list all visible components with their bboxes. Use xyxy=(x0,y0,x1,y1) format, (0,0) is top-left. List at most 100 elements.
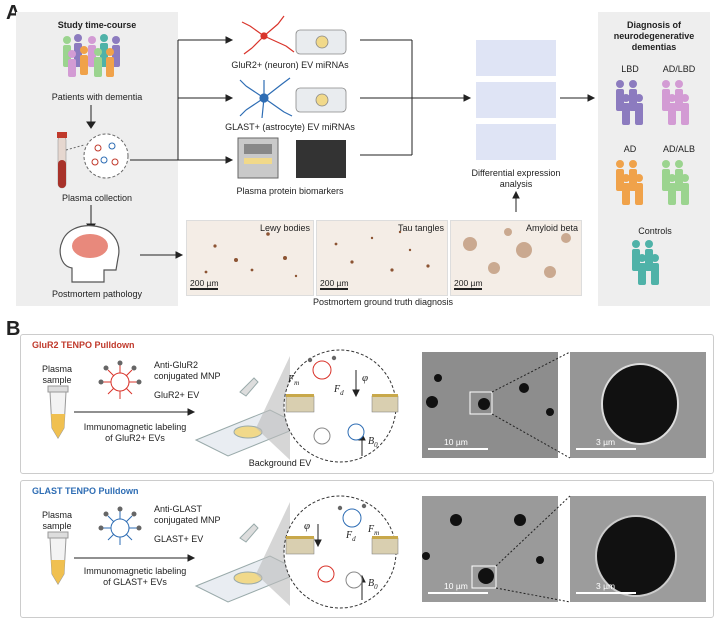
person-body xyxy=(681,103,689,125)
heatmap-cell xyxy=(506,91,516,100)
glur2-ev-icon xyxy=(98,360,142,399)
heatmap-cell xyxy=(526,109,536,118)
heatmap-cell xyxy=(476,151,486,160)
glast-ev-label: GLAST+ EV xyxy=(154,534,204,544)
person-icon xyxy=(681,174,689,182)
person-icon xyxy=(645,240,653,248)
heatmap-cell xyxy=(546,100,556,109)
sample-tube-icon xyxy=(47,385,69,585)
membrane-pores xyxy=(285,395,399,555)
histology-amyloid-title: Amyloid beta xyxy=(525,223,578,233)
heatmap-cell xyxy=(506,49,516,58)
person-icon xyxy=(629,80,637,88)
heatmap-cell xyxy=(546,124,556,133)
histology-tau xyxy=(316,220,448,296)
person-body xyxy=(635,183,643,205)
group-controls-label: Controls xyxy=(638,226,672,236)
person-icon xyxy=(681,94,689,102)
person-icon xyxy=(651,254,659,262)
group-adalb-label: AD/ALB xyxy=(662,144,695,154)
study-timecourse-title: Study time-course xyxy=(57,20,137,30)
symbol-phi-2: φ xyxy=(304,520,311,532)
person-icon xyxy=(629,160,637,168)
patients-label: Patients with dementia xyxy=(51,92,143,102)
heatmap-cell xyxy=(546,40,556,49)
instrument-icon xyxy=(237,137,279,179)
bead-array-icon xyxy=(296,140,346,178)
heatmap-cell xyxy=(486,109,496,118)
heatmap-cell xyxy=(546,109,556,118)
glur2-sample-label: Plasma sample xyxy=(41,364,72,385)
heatmap-cell xyxy=(486,124,496,133)
heatmap-cell xyxy=(536,40,546,49)
heatmap-cell xyxy=(526,40,536,49)
histology-lewy-scale: 200 µm xyxy=(190,278,219,288)
heatmap-cell xyxy=(526,124,536,133)
heatmap-cell xyxy=(496,109,506,118)
heatmap-cell xyxy=(486,67,496,76)
heatmap-cell xyxy=(486,133,496,142)
heatmap-cell xyxy=(506,40,516,49)
heatmap-cell xyxy=(506,67,516,76)
glast-sem-scale-2: 3 µm xyxy=(596,581,616,591)
panel-b-letter: B xyxy=(6,318,21,340)
group-lbd-label: LBD xyxy=(621,64,639,74)
heatmap-cell xyxy=(486,49,496,58)
heatmap-cell xyxy=(496,124,506,133)
symbol-b0: B0 xyxy=(368,436,378,449)
blood-tube-icon xyxy=(57,132,129,189)
heatmap-cell xyxy=(526,67,536,76)
heatmap-cell xyxy=(516,40,526,49)
astrocyte-icon xyxy=(239,77,293,119)
person-icon xyxy=(662,80,670,88)
heatmap-cell xyxy=(476,124,486,133)
neuron-icon xyxy=(241,15,295,55)
plasma-protein-label: Plasma protein biomarkers xyxy=(236,186,344,196)
histology-tau-title: Tau tangles xyxy=(397,223,444,233)
person-icon xyxy=(675,80,683,88)
heatmap-cell xyxy=(536,67,546,76)
heatmap-cell xyxy=(546,91,556,100)
histology-amyloid xyxy=(450,220,582,296)
heatmap-cell xyxy=(496,58,506,67)
heatmap-cell xyxy=(546,49,556,58)
heatmap-cell xyxy=(486,91,496,100)
symbol-fd: Fd xyxy=(334,384,344,397)
symbol-b0-2: B0 xyxy=(368,578,378,591)
heatmap-cell xyxy=(486,40,496,49)
heatmap-cell xyxy=(496,82,506,91)
heatmap-cell xyxy=(536,124,546,133)
person-icon xyxy=(632,240,640,248)
glur2-sem-scale-2: 3 µm xyxy=(596,437,616,447)
heatmap-cell xyxy=(506,109,516,118)
heatmap-cell xyxy=(526,151,536,160)
heatmap-cell xyxy=(476,40,486,49)
histology-lewy xyxy=(186,220,314,296)
group-ad-label: AD xyxy=(623,144,637,154)
heatmap-cell xyxy=(516,124,526,133)
glur2-step-label: Immunomagnetic labeling of GluR2+ EVs xyxy=(83,422,187,443)
histology-amyloid-scale: 200 µm xyxy=(454,278,483,288)
fd-sub-2: d xyxy=(352,535,356,543)
person-body xyxy=(622,183,630,205)
heatmap-cell xyxy=(486,151,496,160)
heatmap-cell xyxy=(546,151,556,160)
heatmap-cell xyxy=(516,151,526,160)
head-brain-icon xyxy=(59,225,120,283)
fm-symbol: F xyxy=(288,374,295,385)
fd-symbol-2: F xyxy=(346,530,353,541)
heatmap-cell xyxy=(526,133,536,142)
heatmap-cell xyxy=(476,142,486,151)
heatmap-cell xyxy=(516,58,526,67)
glast-box xyxy=(20,480,714,618)
heatmap-cell xyxy=(486,58,496,67)
analysis-label: Differential expression analysis xyxy=(471,168,561,189)
b0-symbol: B xyxy=(368,436,375,447)
heatmap-cell xyxy=(546,67,556,76)
heatmap-cell xyxy=(526,100,536,109)
histology-tau-scale: 200 µm xyxy=(320,278,349,288)
heatmap-cell xyxy=(476,100,486,109)
